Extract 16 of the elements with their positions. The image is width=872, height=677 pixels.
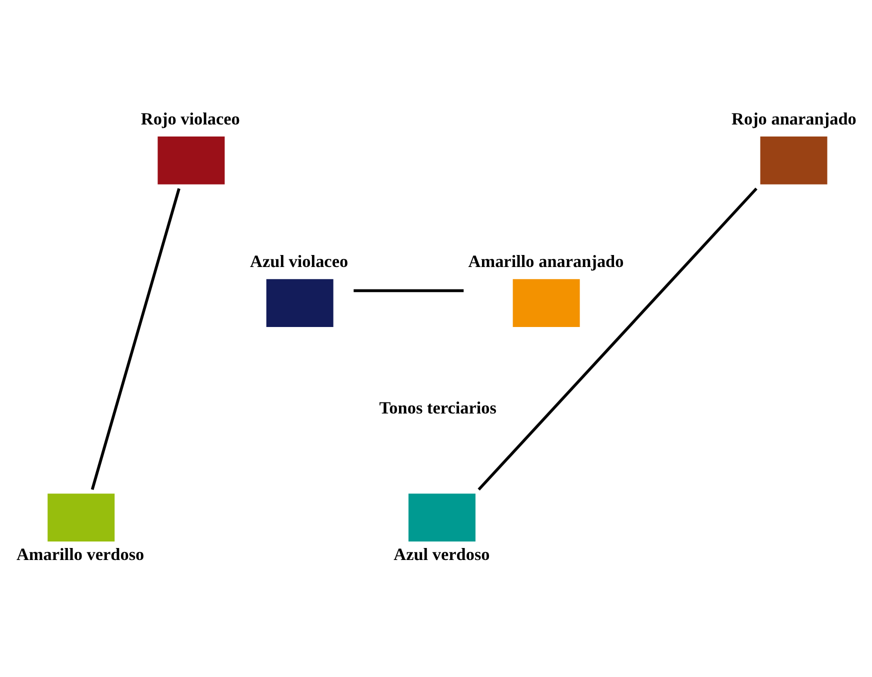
node-box (512, 278, 580, 327)
node-box (158, 136, 225, 184)
node-label: Rojo anaranjado (732, 108, 856, 128)
node-label: Amarillo anaranjado (468, 252, 624, 271)
connector (478, 187, 758, 490)
node-box (408, 493, 476, 541)
connector (354, 288, 464, 292)
node-label: Rojo violaceo (140, 108, 240, 128)
node-label: Azul violaceo (250, 252, 348, 271)
node-box (760, 136, 828, 184)
node-label: Amarillo verdoso (16, 544, 144, 564)
connector (90, 188, 180, 490)
node-box (266, 278, 334, 327)
label: Tonos terciarios (379, 398, 496, 418)
node-label: Azul verdoso (394, 544, 490, 564)
node-box (48, 493, 115, 541)
